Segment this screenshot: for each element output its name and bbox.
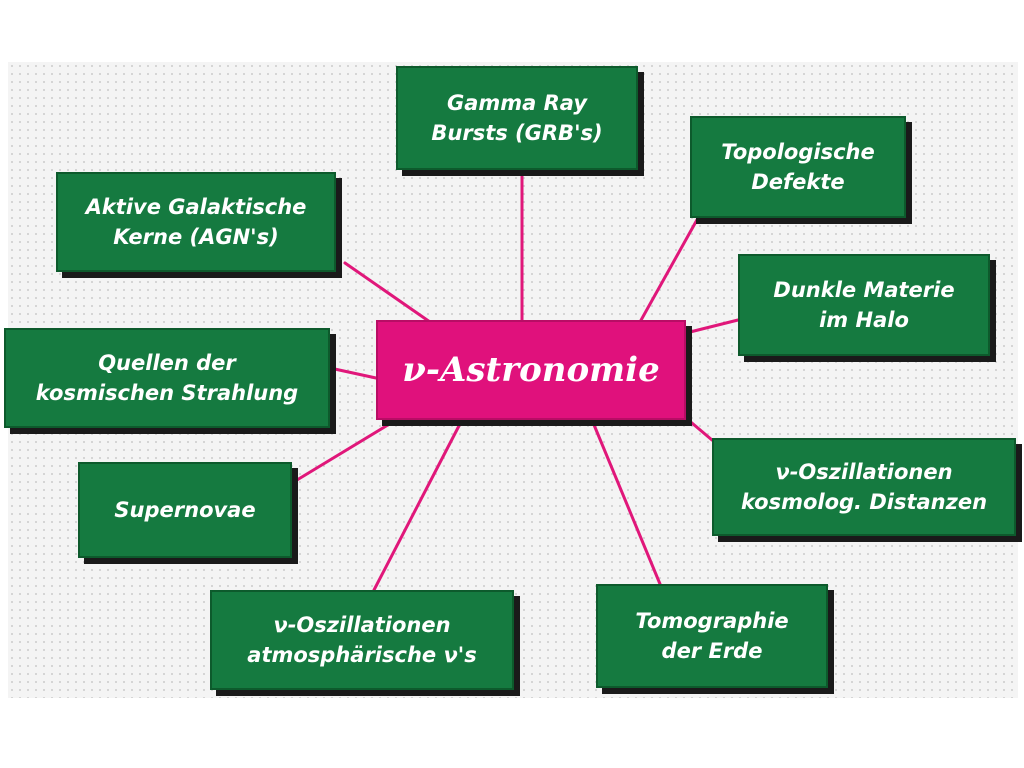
node-earth-tomography-line1: Tomographie <box>635 608 789 633</box>
node-dark-matter-line1: Dunkle Materie <box>773 277 955 302</box>
node-oscillation-cosmological-line1: ν-Oszillationen <box>775 459 953 484</box>
node-active-galactic-nuclei-line2: Kerne (AGN's) <box>113 225 279 249</box>
connector-tomography <box>590 418 662 586</box>
node-dark-matter: Dunkle Materie im Halo <box>738 254 990 356</box>
node-supernovae: Supernovae <box>78 462 292 558</box>
node-oscillation-cosmological-line2: kosmolog. Distanzen <box>740 490 988 514</box>
node-oscillation-atmospheric: ν-Oszillationen atmosphärische ν's <box>210 590 514 690</box>
connector-dark-matter <box>684 318 740 335</box>
node-oscillation-atmospheric-line1: ν-Oszillationen <box>273 612 451 637</box>
node-gamma-ray-bursts-line1: Gamma Ray <box>446 90 588 115</box>
connector-cosmic-rays <box>328 366 378 380</box>
node-topological-defects-line2: Defekte <box>751 170 845 194</box>
connector-supernovae <box>290 418 398 485</box>
node-gamma-ray-bursts: Gamma Ray Bursts (GRB's) <box>396 66 638 170</box>
node-earth-tomography: Tomographie der Erde <box>596 584 828 688</box>
node-cosmic-ray-sources-line2: kosmischen Strahlung <box>35 381 299 405</box>
node-cosmic-ray-sources: Quellen der kosmischen Strahlung <box>4 328 330 428</box>
connector-oscillation-atmo <box>372 418 464 592</box>
node-topological-defects: Topologische Defekte <box>690 116 906 218</box>
node-oscillation-cosmological: ν-Oszillationen kosmolog. Distanzen <box>712 438 1016 536</box>
node-topological-defects-line1: Topologische <box>721 139 875 164</box>
node-gamma-ray-bursts-line2: Bursts (GRB's) <box>431 121 603 145</box>
center-node: ν-Astronomie <box>376 320 686 420</box>
node-active-galactic-nuclei: Aktive Galaktische Kerne (AGN's) <box>56 172 336 272</box>
node-earth-tomography-line2: der Erde <box>661 639 763 663</box>
center-node-label: ν-Astronomie <box>402 350 660 390</box>
connector-oscillation-cosmo <box>684 416 714 442</box>
node-dark-matter-line2: im Halo <box>819 308 909 332</box>
connector-topological <box>638 216 700 324</box>
node-oscillation-atmospheric-line2: atmosphärische ν's <box>247 643 477 667</box>
node-active-galactic-nuclei-line1: Aktive Galaktische <box>85 194 307 219</box>
node-cosmic-ray-sources-line1: Quellen der <box>98 350 236 375</box>
node-supernovae-line1: Supernovae <box>114 497 256 522</box>
connector-agn <box>343 261 432 324</box>
